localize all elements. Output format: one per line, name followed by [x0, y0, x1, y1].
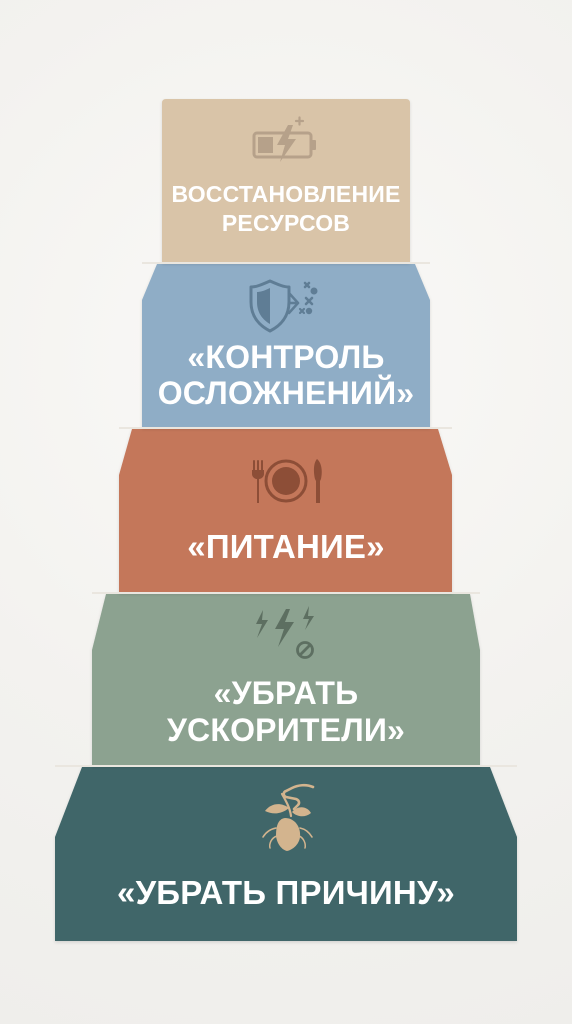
tier-complications-label-line1: «КОНТРОЛЬ: [187, 339, 384, 375]
tier-accelerators-label-line1: «УБРАТЬ: [214, 675, 359, 711]
plate-cutlery-icon: [252, 459, 322, 503]
tier-nutrition-label-line1: «ПИТАНИЕ»: [187, 528, 384, 565]
battery-charging-icon: [252, 116, 316, 162]
tier-cause-label-line1: «УБРАТЬ ПРИЧИНУ»: [117, 874, 455, 911]
hand-pulling-root-icon: [262, 783, 315, 851]
tier-accelerators-label-line2: УСКОРИТЕЛИ»: [167, 712, 405, 748]
tier-complications-label-line2: ОСЛОЖНЕНИЙ»: [158, 375, 415, 411]
lightning-no-icon: [256, 606, 314, 659]
tier-complications: «КОНТРОЛЬ ОСЛОЖНЕНИЙ»: [119, 264, 452, 429]
tier-accelerators: «УБРАТЬ УСКОРИТЕЛИ»: [55, 594, 517, 767]
tier-nutrition: «ПИТАНИЕ»: [92, 429, 480, 594]
tier-recovery: ВОССТАНОВЛЕНИЕ РЕСУРСОВ: [142, 99, 430, 264]
tier-cause: «УБРАТЬ ПРИЧИНУ»: [55, 767, 517, 941]
tier-recovery-label-line2: РЕСУРСОВ: [222, 210, 350, 236]
tier-recovery-label-line1: ВОССТАНОВЛЕНИЕ: [171, 181, 400, 207]
shield-block-icon: [249, 279, 318, 333]
